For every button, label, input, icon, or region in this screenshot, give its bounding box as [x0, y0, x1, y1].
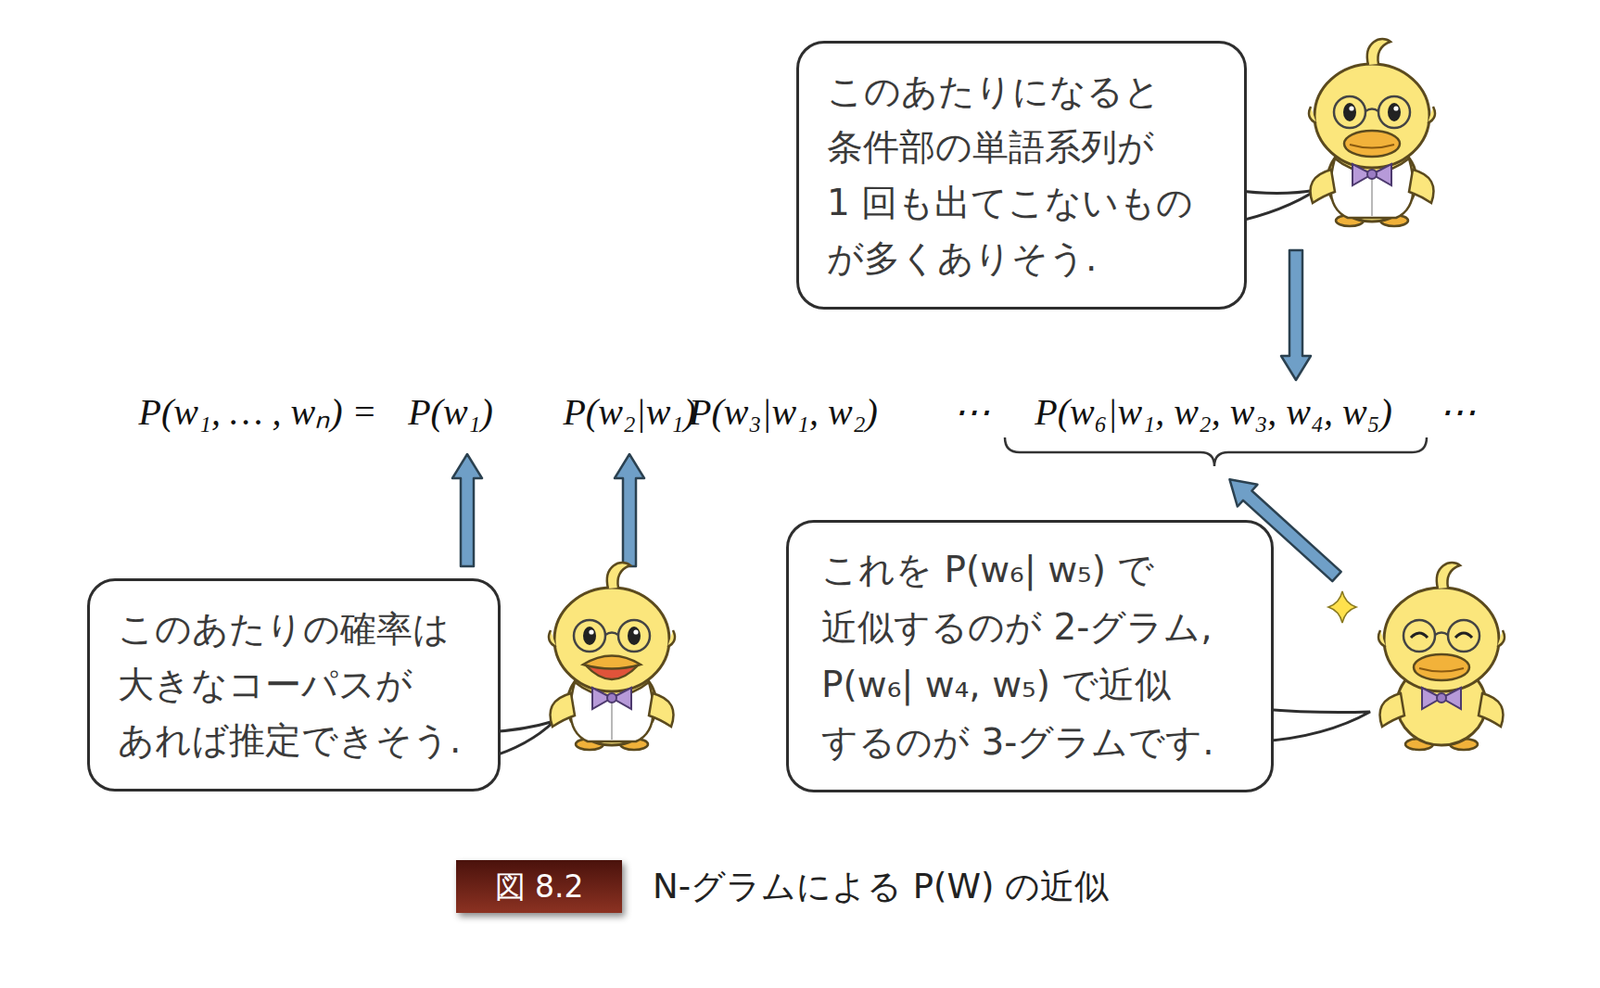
figure-number: 図 8.2	[456, 860, 623, 914]
chick-illustration	[1403, 620, 1480, 652]
chick-beak	[583, 656, 641, 670]
chick-illustration	[573, 620, 650, 652]
chick-illustration	[1344, 130, 1400, 157]
chick-illustration	[1343, 102, 1401, 122]
chick-illustration	[1422, 687, 1461, 710]
bubble-tail	[1260, 709, 1371, 742]
chick-illustration	[1378, 562, 1505, 750]
figure-caption: N-グラムによる P(W) の近似	[652, 864, 1109, 910]
formula-term: ⋯	[952, 390, 991, 435]
block-arrow	[614, 454, 645, 567]
block-arrow	[452, 454, 483, 567]
bubble-text: このあたりの確率は 大きなコーパスが あれば推定できそう.	[117, 601, 470, 769]
formula-term: P(w₆|w₁, w₂, w₃, w₄, w₅)	[1034, 390, 1393, 435]
chick-illustration	[592, 687, 632, 710]
formula-term: P(w₁)	[407, 390, 494, 435]
chick-illustration	[548, 562, 675, 727]
speech-bubble: これを P(w₆| w₅) で 近似するのが 2-グラム, P(w₆| w₄, …	[786, 520, 1274, 793]
bubble-text: これを P(w₆| w₅) で 近似するのが 2-グラム, P(w₆| w₄, …	[821, 541, 1239, 772]
chick-illustration	[1308, 38, 1435, 204]
chick-illustration	[1378, 562, 1505, 727]
formula-term: P(w₁, … , wₙ) =	[139, 390, 378, 435]
formula-term: ⋯	[1438, 390, 1476, 435]
chick-illustration	[1413, 654, 1470, 681]
block-arrow	[1281, 250, 1311, 381]
sparkle	[1328, 591, 1357, 623]
speech-bubble: このあたりになると 条件部の単語系列が 1 回も出てこないもの が多くありそう.	[796, 40, 1247, 310]
formula-term: P(w₃|w₁, w₂)	[688, 390, 878, 435]
chick-illustration	[1333, 96, 1410, 128]
chick-illustration	[583, 626, 641, 646]
curly-brace	[1004, 437, 1427, 467]
chick-illustration	[548, 562, 675, 750]
chick-illustration	[1352, 164, 1392, 186]
speech-bubble: このあたりの確率は 大きなコーパスが あれば推定できそう.	[87, 578, 501, 792]
bubble-text: このあたりになると 条件部の単語系列が 1 回も出てこないもの が多くありそう.	[826, 63, 1217, 287]
chick-illustration	[1308, 38, 1435, 227]
formula-term: P(w₂|w₁)	[562, 390, 696, 435]
